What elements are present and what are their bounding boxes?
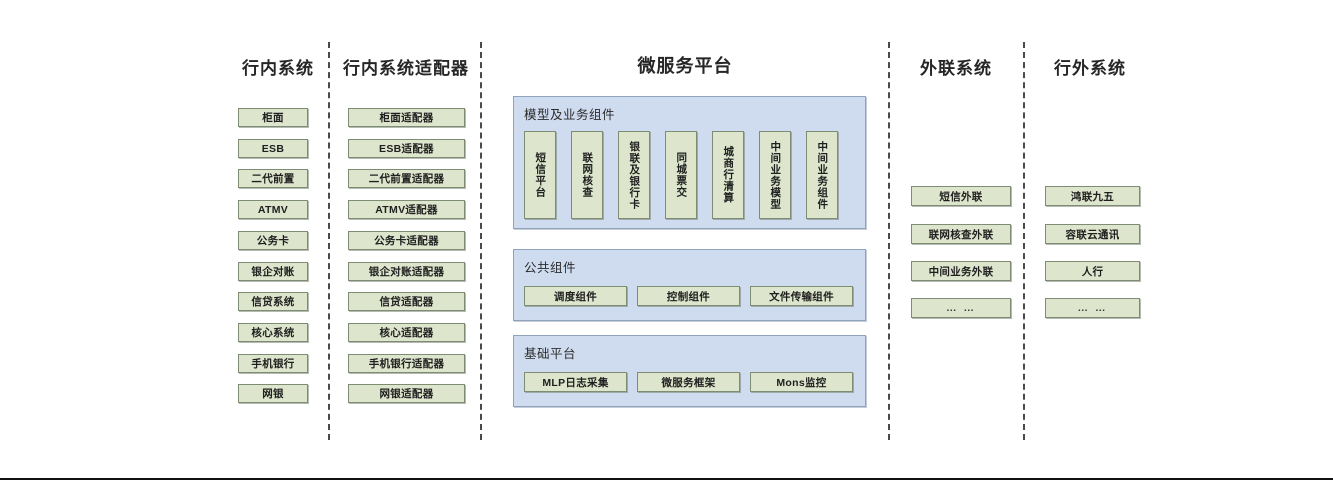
node-internal-system[interactable]: 核心系统 — [238, 323, 308, 342]
node-external-link-system[interactable]: 中间业务外联 — [911, 261, 1011, 281]
node-model-component[interactable]: 同城票交 — [665, 131, 697, 219]
panel-base-platform — [513, 335, 866, 407]
node-model-component[interactable]: 中间业务组件 — [806, 131, 838, 219]
column-header-microservice-platform: 微服务平台 — [637, 56, 733, 76]
column-divider-2 — [480, 42, 482, 440]
column-divider-4 — [1023, 42, 1025, 440]
node-outside-bank-system[interactable]: 容联云通讯 — [1045, 224, 1140, 244]
node-model-component[interactable]: 城商行清算 — [712, 131, 744, 219]
node-model-component[interactable]: 联网核查 — [571, 131, 603, 219]
column-header-internal-systems: 行内系统 — [242, 59, 314, 78]
node-outside-bank-system[interactable]: 人行 — [1045, 261, 1140, 281]
node-external-link-system[interactable]: 联网核查外联 — [911, 224, 1011, 244]
node-base-platform-component[interactable]: 微服务框架 — [637, 372, 740, 392]
node-internal-system[interactable]: ESB — [238, 139, 308, 158]
node-public-component[interactable]: 控制组件 — [637, 286, 740, 306]
node-internal-adapter[interactable]: 二代前置适配器 — [348, 169, 465, 188]
node-internal-adapter[interactable]: 银企对账适配器 — [348, 262, 465, 281]
node-internal-system[interactable]: 信贷系统 — [238, 292, 308, 311]
node-external-link-system[interactable]: 短信外联 — [911, 186, 1011, 206]
node-outside-bank-system[interactable]: … … — [1045, 298, 1140, 318]
node-model-component[interactable]: 中间业务模型 — [759, 131, 791, 219]
node-internal-adapter[interactable]: 柜面适配器 — [348, 108, 465, 127]
node-internal-system[interactable]: 二代前置 — [238, 169, 308, 188]
node-internal-adapter[interactable]: 手机银行适配器 — [348, 354, 465, 373]
node-internal-system[interactable]: 银企对账 — [238, 262, 308, 281]
bottom-divider — [0, 478, 1333, 480]
panel-title-model-business-components: 模型及业务组件 — [524, 108, 616, 122]
node-outside-bank-system[interactable]: 鸿联九五 — [1045, 186, 1140, 206]
panel-public-components — [513, 249, 866, 321]
node-external-link-system[interactable]: … … — [911, 298, 1011, 318]
node-internal-adapter[interactable]: ATMV适配器 — [348, 200, 465, 219]
node-internal-system[interactable]: 手机银行 — [238, 354, 308, 373]
node-base-platform-component[interactable]: Mons监控 — [750, 372, 853, 392]
column-header-outside-bank-systems: 行外系统 — [1054, 59, 1126, 78]
node-public-component[interactable]: 文件传输组件 — [750, 286, 853, 306]
node-internal-adapter[interactable]: ESB适配器 — [348, 139, 465, 158]
node-internal-adapter[interactable]: 网银适配器 — [348, 384, 465, 403]
node-model-component[interactable]: 短信平台 — [524, 131, 556, 219]
column-header-external-link-systems: 外联系统 — [920, 59, 992, 78]
column-divider-1 — [328, 42, 330, 440]
column-header-internal-adapters: 行内系统适配器 — [343, 59, 469, 78]
node-internal-adapter[interactable]: 公务卡适配器 — [348, 231, 465, 250]
column-divider-3 — [888, 42, 890, 440]
node-internal-system[interactable]: 网银 — [238, 384, 308, 403]
node-internal-adapter[interactable]: 核心适配器 — [348, 323, 465, 342]
node-internal-adapter[interactable]: 信贷适配器 — [348, 292, 465, 311]
panel-title-public-components: 公共组件 — [524, 261, 577, 275]
node-internal-system[interactable]: 柜面 — [238, 108, 308, 127]
node-model-component[interactable]: 银联及银行卡 — [618, 131, 650, 219]
node-internal-system[interactable]: ATMV — [238, 200, 308, 219]
node-internal-system[interactable]: 公务卡 — [238, 231, 308, 250]
panel-title-base-platform: 基础平台 — [524, 347, 577, 361]
node-base-platform-component[interactable]: MLP日志采集 — [524, 372, 627, 392]
node-public-component[interactable]: 调度组件 — [524, 286, 627, 306]
